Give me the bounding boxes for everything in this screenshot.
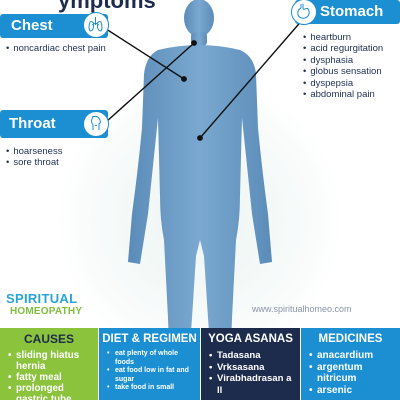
list-item: arsenic xyxy=(309,385,396,397)
list-item: eat plenty of whole foods xyxy=(107,350,196,367)
brand-line-1: SPIRITUAL xyxy=(6,291,78,306)
causes-heading: CAUSES xyxy=(0,328,98,350)
throat-symptom-list: hoarseness sore throat xyxy=(6,146,62,169)
diet-regimen-heading: DIET & REGIMEN xyxy=(102,333,197,345)
medicines-heading: MEDICINES xyxy=(318,333,383,345)
list-item: sore throat xyxy=(6,157,62,168)
list-item: prolonged gastric tube intubation xyxy=(8,383,94,400)
stomach-symptom-list: heartburn acid regurgitation dysphasia g… xyxy=(303,32,383,100)
medicines-panel: MEDICINES anacardium argentum nitricum a… xyxy=(301,328,400,400)
brand-line-2: HOMEOPATHY xyxy=(10,306,83,317)
website-url: www.spiritualhomeo.com xyxy=(252,304,352,314)
list-item: take food in small xyxy=(107,384,196,393)
stomach-icon xyxy=(291,0,317,25)
list-item: fatty meal xyxy=(8,372,94,383)
list-item: argentum nitricum xyxy=(309,362,396,385)
lungs-icon xyxy=(83,12,109,38)
list-item: noncardiac chest pain xyxy=(6,43,105,54)
list-item: Vrksasana xyxy=(209,362,296,374)
throat-icon xyxy=(83,111,109,137)
list-item: Virabhadrasan a ll xyxy=(209,373,296,396)
brand-logo: SPIRITUAL HOMEOPATHY xyxy=(6,292,82,318)
medicines-list: anacardium argentum nitricum arsenic xyxy=(301,350,400,396)
causes-list: sliding hiatus hernia fatty meal prolong… xyxy=(0,350,98,400)
list-item: heartburn xyxy=(303,32,383,43)
yoga-asanas-panel: YOGA ASANAS Tadasana Vrksasana Virabhadr… xyxy=(201,328,300,400)
diet-regimen-panel: DIET & REGIMEN eat plenty of whole foods… xyxy=(99,328,200,400)
list-item: Tadasana xyxy=(209,350,296,362)
list-item: dyspepsia xyxy=(303,78,383,89)
list-item: sliding hiatus hernia xyxy=(8,350,94,372)
chest-symptom-list: noncardiac chest pain xyxy=(6,43,105,54)
list-item: abdominal pain xyxy=(303,89,383,100)
list-item: eat food low in fat and sugar xyxy=(107,367,196,384)
diet-regimen-list: eat plenty of whole foods eat food low i… xyxy=(99,350,200,393)
yoga-asanas-list: Tadasana Vrksasana Virabhadrasan a ll xyxy=(201,350,300,396)
page-title: ymptoms xyxy=(58,0,156,13)
list-item: dysphasia xyxy=(303,55,383,66)
list-item: hoarseness xyxy=(6,146,62,157)
causes-panel: CAUSES sliding hiatus hernia fatty meal … xyxy=(0,328,98,400)
yoga-asanas-heading: YOGA ASANAS xyxy=(208,333,293,345)
list-item: globus sensation xyxy=(303,66,383,77)
list-item: anacardium xyxy=(309,350,396,362)
list-item: acid regurgitation xyxy=(303,43,383,54)
